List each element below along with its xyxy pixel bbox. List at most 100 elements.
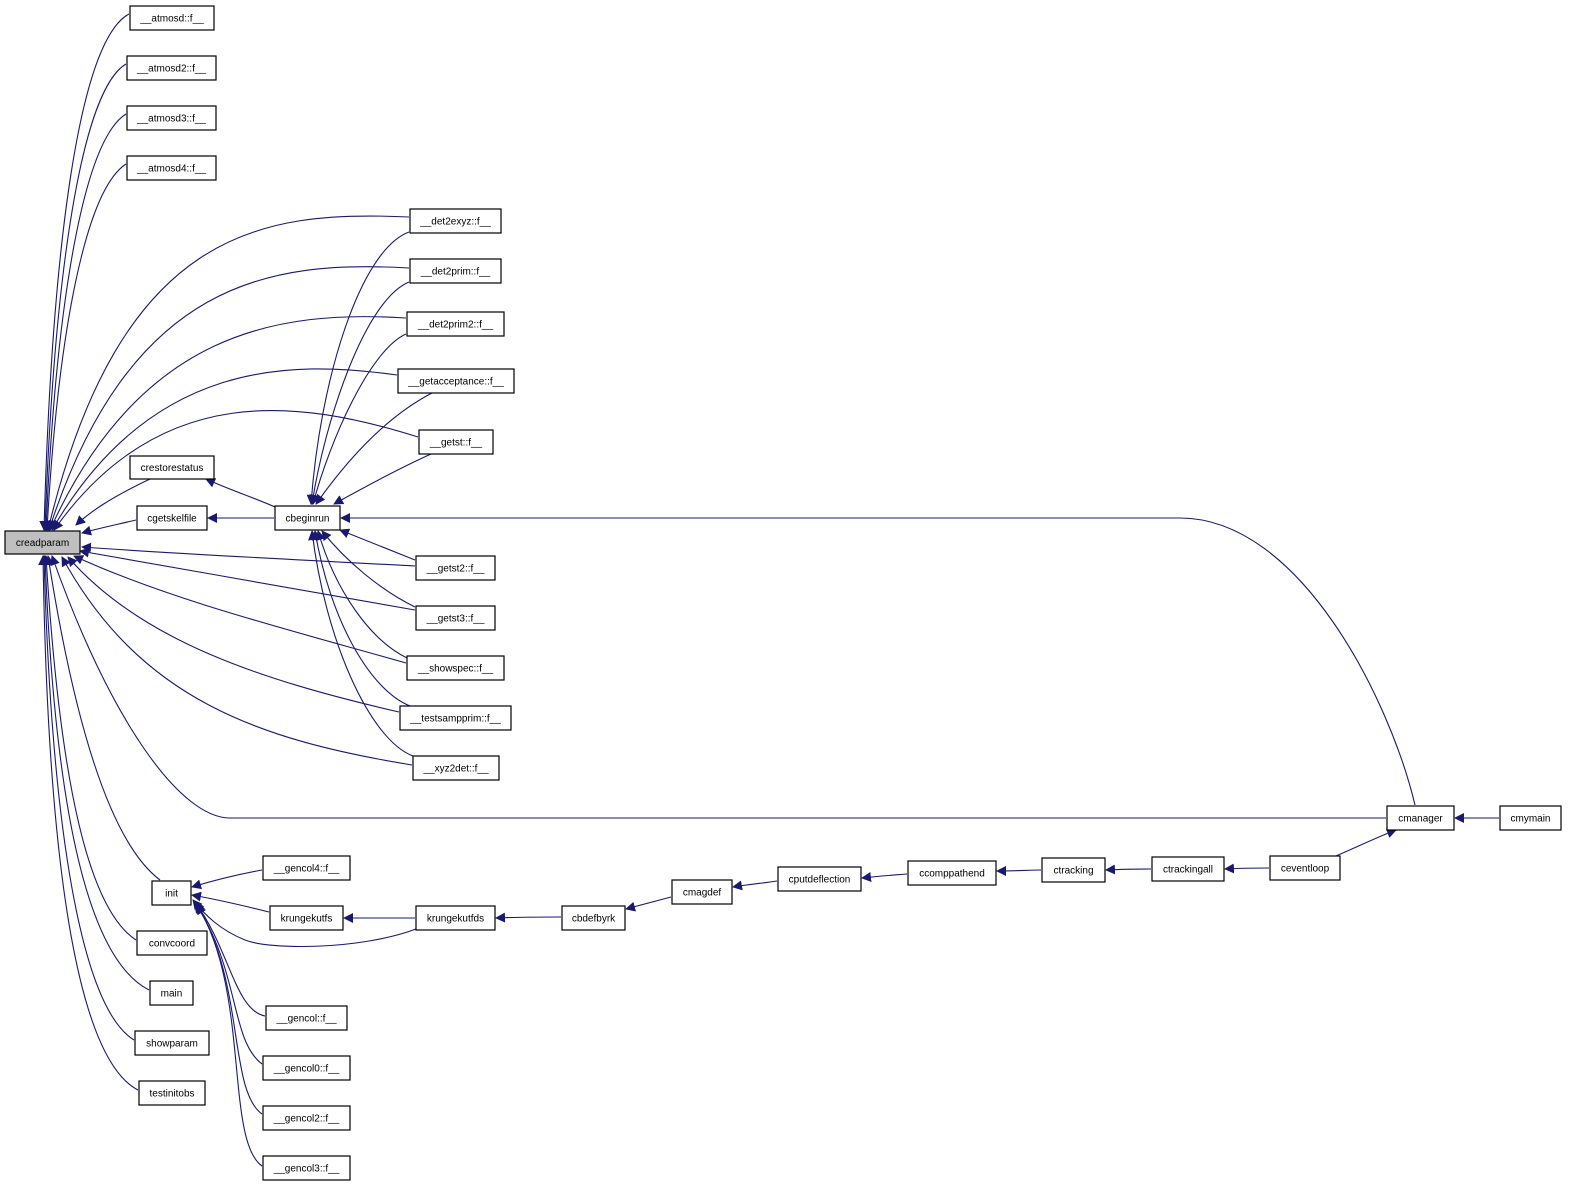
node-getacceptance[interactable]: __getacceptance::f__ (397, 368, 515, 394)
node-cgetskelfile[interactable]: cgetskelfile (136, 505, 208, 531)
node-testinitobs[interactable]: testinitobs (138, 1080, 206, 1106)
node-cmanager[interactable]: cmanager (1386, 805, 1455, 831)
node-label: cbdefbyrk (572, 914, 616, 925)
node-layer: creadparam __atmosd::f____atmosd2::f____a… (4, 5, 1562, 1181)
node-xyz2det[interactable]: __xyz2det::f__ (412, 755, 500, 781)
node-cputdeflection[interactable]: cputdeflection (777, 866, 862, 892)
edge-krungekutfs-to-init (191, 891, 270, 913)
node-box (399, 705, 512, 731)
node-getst2[interactable]: __getst2::f__ (415, 555, 496, 581)
node-atmosd2[interactable]: __atmosd2::f__ (126, 55, 217, 81)
node-det2prim[interactable]: __det2prim::f__ (409, 258, 502, 284)
node-gencol0[interactable]: __gencol0::f__ (262, 1055, 351, 1081)
node-main[interactable]: main (149, 980, 194, 1006)
node-gencol3[interactable]: __gencol3::f__ (262, 1155, 351, 1181)
edge-gencol4-to-init (191, 869, 263, 890)
edge-cmanager-to-cbeginrun (340, 513, 1416, 806)
edge-det2prim-to-creadparam (47, 266, 410, 531)
node-atmosd3[interactable]: __atmosd3::f__ (126, 105, 217, 131)
node-box (561, 905, 626, 931)
node-box (269, 905, 344, 931)
edge-ceventloop-to-cmanager (1335, 828, 1397, 857)
node-box (415, 605, 496, 631)
edge-cbdefbyrk-to-krungekutfds (495, 912, 562, 923)
node-atmosd4[interactable]: __atmosd4::f__ (126, 155, 217, 181)
node-box (151, 880, 192, 906)
node-crestorestatus[interactable]: crestorestatus (129, 455, 215, 480)
node-label: __xyz2det::f__ (422, 764, 488, 775)
node-getst[interactable]: __getst::f__ (418, 429, 494, 455)
node-label: init (165, 889, 178, 900)
node-ceventloop[interactable]: ceventloop (1269, 855, 1341, 881)
node-label: __det2prim2::f__ (417, 320, 493, 331)
node-box (129, 5, 215, 31)
node-gencol2[interactable]: __gencol2::f__ (262, 1105, 351, 1131)
edge-main-to-creadparam (40, 555, 150, 991)
node-box (415, 555, 496, 581)
node-box (4, 530, 81, 555)
node-box (149, 980, 194, 1006)
node-label: __atmosd4::f__ (136, 164, 206, 175)
edge-testinitobs-to-creadparam (38, 555, 139, 1091)
edge-cmanager-to-creadparam (50, 555, 1386, 819)
node-gencol[interactable]: __gencol::f__ (265, 1005, 348, 1031)
edge-layer (38, 13, 1499, 1167)
node-box (262, 855, 351, 881)
node-cbeginrun[interactable]: cbeginrun (274, 505, 341, 531)
edge-atmosd3-to-creadparam (41, 113, 127, 531)
edge-ctracking-to-ccomppathend (996, 865, 1042, 876)
node-box (1041, 857, 1106, 883)
node-label: cbeginrun (286, 514, 330, 525)
node-krungekutfds[interactable]: krungekutfds (415, 905, 496, 931)
node-label: __getst::f__ (429, 438, 483, 449)
edge-getacceptance-to-creadparam (51, 368, 398, 531)
edge-det2prim2-to-creadparam (49, 316, 407, 531)
node-testsampprim[interactable]: __testsampprim::f__ (399, 705, 512, 731)
node-cmymain[interactable]: cmymain (1499, 805, 1562, 831)
edge-cgetskelfile-to-creadparam (81, 519, 137, 536)
node-cmagdef[interactable]: cmagdef (671, 879, 733, 905)
node-box (406, 655, 505, 681)
node-label: testinitobs (149, 1089, 194, 1100)
node-krungekutfs[interactable]: krungekutfs (269, 905, 344, 931)
edge-getst-to-cbeginrun (333, 453, 432, 505)
node-box (134, 1030, 210, 1056)
node-box (265, 1005, 348, 1031)
node-label: cputdeflection (789, 875, 851, 886)
node-label: cmymain (1510, 814, 1550, 825)
edge-atmosd2-to-creadparam (40, 63, 127, 531)
node-box (262, 1105, 351, 1131)
edge-getst2-to-cbeginrun (339, 528, 416, 561)
node-label: crestorestatus (141, 463, 204, 474)
node-ccomppathend[interactable]: ccomppathend (907, 860, 997, 886)
node-init[interactable]: init (151, 880, 192, 906)
node-box (1386, 805, 1455, 831)
node-label: ccomppathend (919, 869, 985, 880)
node-det2prim2[interactable]: __det2prim2::f__ (406, 311, 505, 337)
node-ctracking[interactable]: ctracking (1041, 857, 1106, 883)
node-creadparam[interactable]: creadparam (4, 530, 81, 555)
node-box (274, 505, 341, 531)
edge-getst-to-creadparam (53, 410, 419, 531)
node-gencol4[interactable]: __gencol4::f__ (262, 855, 351, 881)
node-box (409, 208, 502, 234)
node-box (409, 258, 502, 284)
edge-showspec-to-cbeginrun (315, 530, 408, 659)
node-showspec[interactable]: __showspec::f__ (406, 655, 505, 681)
node-label: ctracking (1053, 866, 1093, 877)
node-det2exyz[interactable]: __det2exyz::f__ (409, 208, 502, 234)
node-convcoord[interactable]: convcoord (136, 930, 208, 956)
node-cbdefbyrk[interactable]: cbdefbyrk (561, 905, 626, 931)
node-label: __getst3::f__ (426, 614, 485, 625)
node-showparam[interactable]: showparam (134, 1030, 210, 1056)
edge-atmosd-to-creadparam (39, 13, 130, 531)
node-box (1499, 805, 1562, 831)
node-ctrackingall[interactable]: ctrackingall (1151, 856, 1225, 882)
node-getst3[interactable]: __getst3::f__ (415, 605, 496, 631)
node-atmosd[interactable]: __atmosd::f__ (129, 5, 215, 31)
node-label: __det2prim::f__ (420, 267, 491, 278)
node-box (415, 905, 496, 931)
edge-det2exyz-to-cbeginrun (306, 231, 410, 505)
edge-convcoord-to-creadparam (41, 555, 137, 941)
